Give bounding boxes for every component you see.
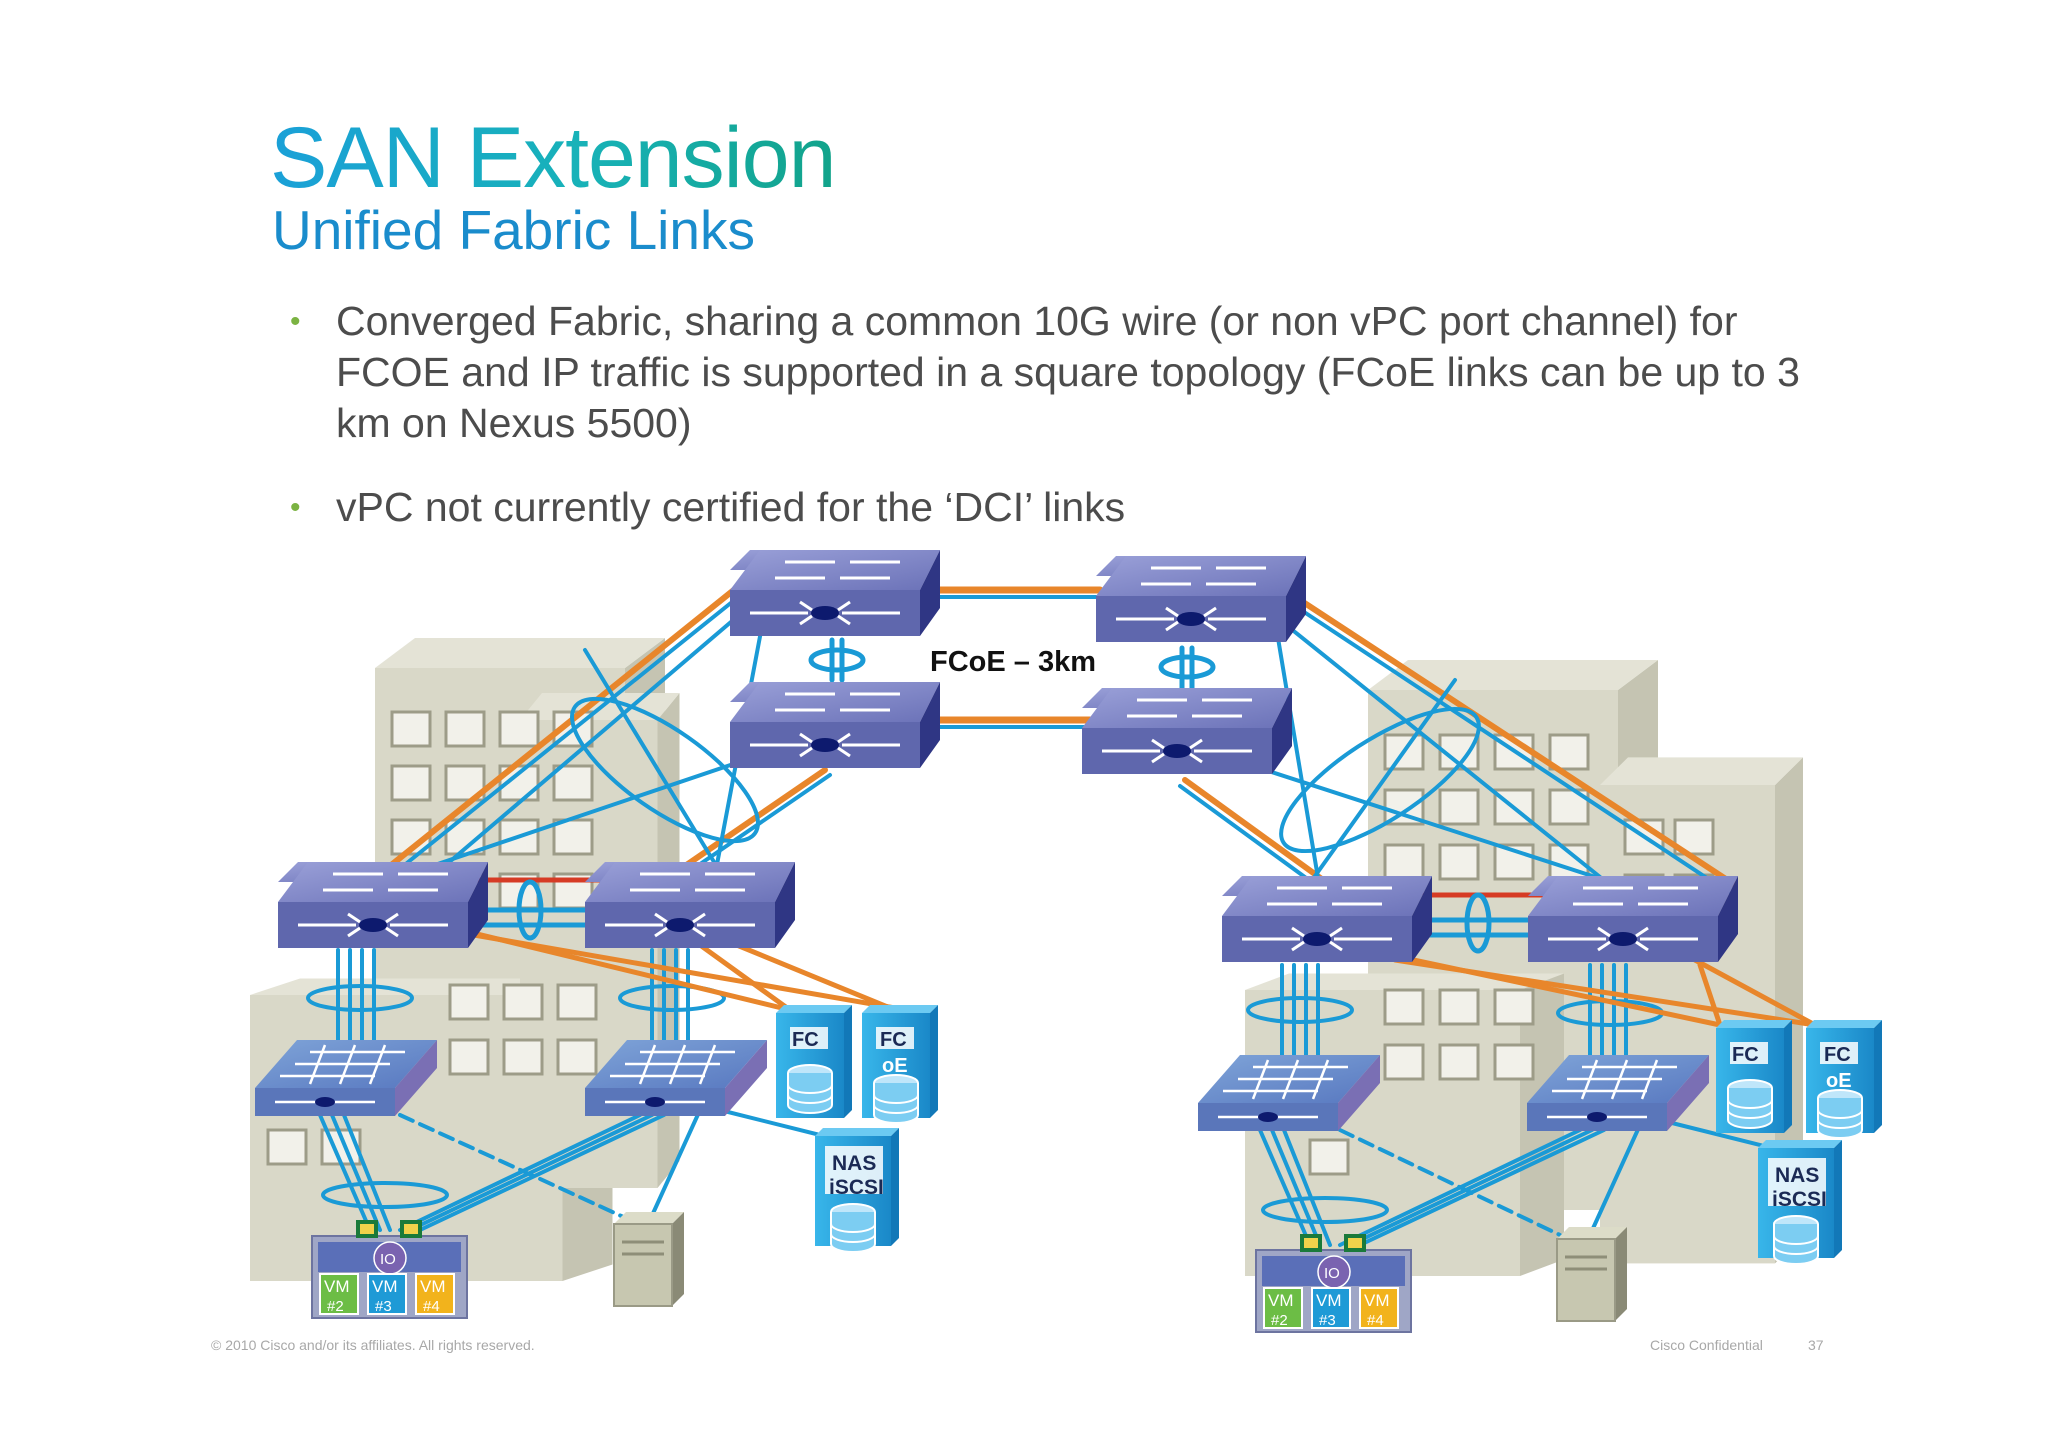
storage-fc-left: FC [776, 1005, 852, 1118]
aggregation-switch-left-1 [276, 860, 490, 950]
vm-tile: VM #4 [415, 1273, 455, 1315]
vm-number: #3 [1319, 1312, 1336, 1329]
vm-number: #4 [1367, 1312, 1384, 1329]
right-uplinks [1178, 597, 1818, 1247]
dci-link-label: FCoE – 3km [930, 646, 1096, 678]
core-switch-right-bottom [1080, 686, 1294, 776]
storage-fcoe-label-bottom: oE [1826, 1070, 1852, 1092]
io-label: IO [380, 1251, 396, 1268]
aggregation-switch-right-1 [1220, 874, 1434, 964]
vm-label: VM [420, 1277, 446, 1296]
bullet-text: vPC not currently certified for the ‘DCI… [336, 484, 1126, 530]
storage-fc-right: FC [1716, 1020, 1792, 1133]
vm-label: VM [1268, 1291, 1294, 1310]
io-label: IO [1324, 1265, 1340, 1282]
vm-tile: VM #3 [367, 1273, 407, 1315]
vm-number: #4 [423, 1298, 440, 1315]
bullet-item: • vPC not currently certified for the ‘DC… [290, 482, 1830, 533]
vm-label: VM [1364, 1291, 1390, 1310]
server-tower-left [612, 1210, 686, 1308]
core-switch-left-bottom [728, 680, 942, 770]
bullet-list: • Converged Fabric, sharing a common 10G … [290, 296, 1830, 533]
bullet-item: • Converged Fabric, sharing a common 10G … [290, 296, 1830, 449]
aggregation-switch-left-2 [583, 860, 797, 950]
bullet-icon: • [290, 305, 301, 338]
vm-label: VM [1316, 1291, 1342, 1310]
vm-tile: VM #2 [1263, 1287, 1303, 1329]
vm-number: #2 [327, 1298, 344, 1315]
vm-host-left: IO VM #2 VM #3 VM #4 [311, 1220, 468, 1319]
bullet-text: Converged Fabric, sharing a common 10G w… [336, 298, 1800, 446]
storage-nas-label-top: NAS [832, 1152, 876, 1175]
slide-title: SAN Extension [270, 110, 836, 206]
aggregation-switch-right-2 [1526, 874, 1740, 964]
storage-nas-label-bottom: iSCSI [1772, 1188, 1827, 1211]
storage-nas-label-top: NAS [1775, 1164, 1819, 1187]
storage-nas-label-bottom: iSCSI [829, 1176, 884, 1199]
storage-fcoe-right: FC oE [1806, 1020, 1882, 1139]
storage-fcoe-label-bottom: oE [882, 1055, 908, 1077]
vm-number: #3 [375, 1298, 392, 1315]
storage-nas-right: NAS iSCSI [1758, 1140, 1842, 1265]
page-number: 37 [1808, 1337, 1824, 1353]
vm-host-right: IO VM #2 VM #3 VM #4 [1255, 1234, 1412, 1333]
dci-links [808, 586, 1216, 729]
storage-nas-left: NAS iSCSI [815, 1128, 899, 1253]
storage-fc-label: FC [792, 1029, 819, 1051]
core-switch-right-top [1094, 554, 1308, 644]
storage-fc-label: FC [1732, 1044, 1759, 1066]
copyright-footer: © 2010 Cisco and/or its affiliates. All … [211, 1337, 535, 1353]
storage-fcoe-left: FC oE [862, 1005, 938, 1124]
storage-fcoe-label-top: FC [1824, 1044, 1851, 1066]
vm-label: VM [324, 1277, 350, 1296]
vm-tile: VM #2 [319, 1273, 359, 1315]
vm-label: VM [372, 1277, 398, 1296]
vm-number: #2 [1271, 1312, 1288, 1329]
core-switch-left-top [728, 548, 942, 638]
vm-tile: VM #4 [1359, 1287, 1399, 1329]
bullet-icon: • [290, 491, 301, 524]
left-uplinks [306, 582, 898, 1232]
vm-tile: VM #3 [1311, 1287, 1351, 1329]
slide-subtitle: Unified Fabric Links [272, 199, 755, 261]
classification-footer: Cisco Confidential [1650, 1337, 1763, 1353]
storage-fcoe-label-top: FC [880, 1029, 907, 1051]
server-tower-right [1555, 1225, 1629, 1323]
